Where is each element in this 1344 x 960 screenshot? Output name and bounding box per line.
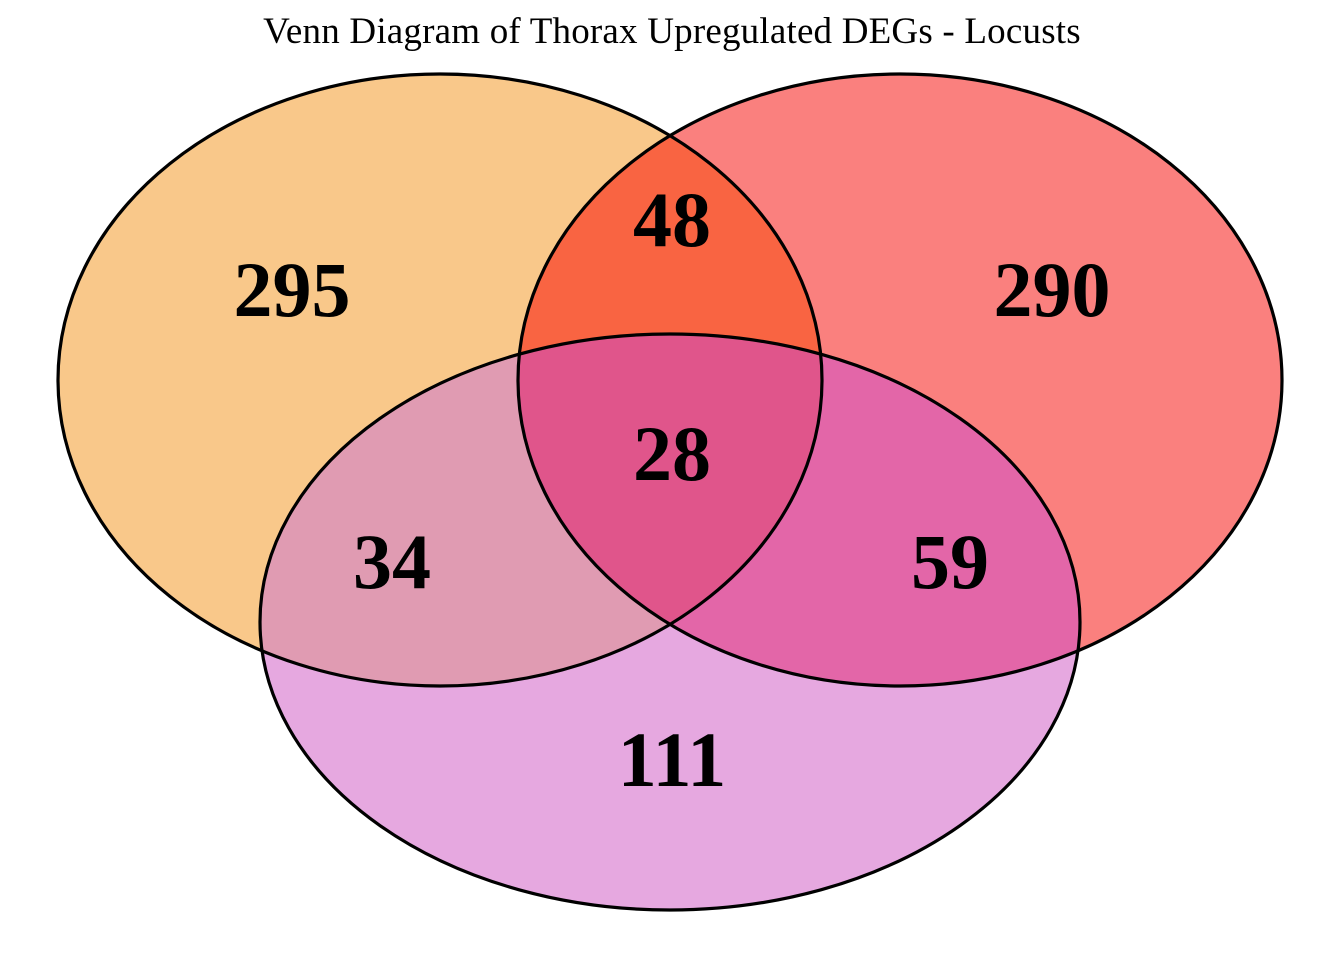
venn-circle-b-outline xyxy=(516,72,1284,688)
venn-label-ac: 34 xyxy=(353,518,431,605)
venn-label-a-only: 295 xyxy=(234,246,351,333)
venn-label-bc: 59 xyxy=(911,518,989,605)
venn-label-abc: 28 xyxy=(633,410,711,497)
venn-label-ab: 48 xyxy=(633,176,711,263)
venn-label-b-only: 290 xyxy=(994,246,1111,333)
venn-region-abc[interactable] xyxy=(260,334,1080,910)
venn-label-c-only: 111 xyxy=(618,716,726,803)
page-title: Venn Diagram of Thorax Upregulated DEGs … xyxy=(263,11,1081,52)
venn-circle-a-outline xyxy=(56,72,824,688)
venn-circle-c-outline xyxy=(258,332,1082,912)
